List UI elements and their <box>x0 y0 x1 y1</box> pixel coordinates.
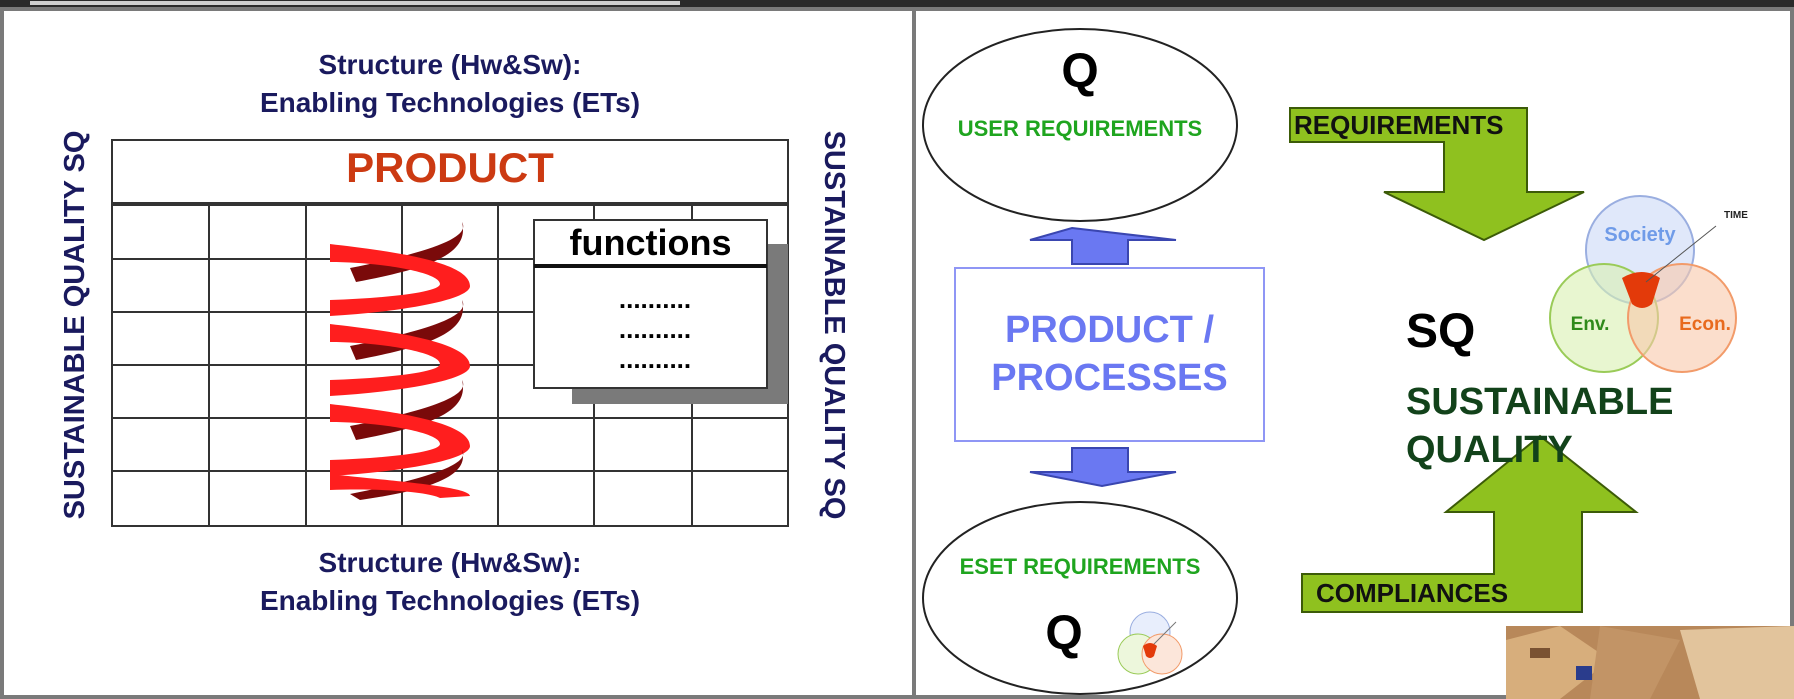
user-requirements-ellipse <box>922 28 1238 222</box>
eset-requirements-ellipse <box>922 501 1238 695</box>
top-structure-line2: Enabling Technologies (ETs) <box>259 87 641 118</box>
compliances-label: COMPLIANCES <box>1316 578 1509 608</box>
venn-time-label: TIME <box>1724 210 1748 221</box>
top-structure-title: Structure (Hw&Sw): Enabling Technologies… <box>190 46 710 122</box>
bottom-structure-line2: Enabling Technologies (ETs) <box>259 585 641 616</box>
venn-society-label: Society <box>1604 224 1676 246</box>
product-label: PRODUCT <box>346 144 554 191</box>
quality-word: QUALITY <box>1406 429 1573 471</box>
up-arrow-icon <box>1029 226 1177 265</box>
product-processes-line1: PRODUCT / <box>1005 309 1214 351</box>
user-requirements-label: USER REQUIREMENTS <box>957 116 1203 141</box>
requirements-label: REQUIREMENTS <box>1294 110 1504 140</box>
functions-box <box>533 219 768 389</box>
product-processes-line2: PROCESSES <box>991 357 1228 399</box>
venn-econ-label: Econ. <box>1679 314 1731 335</box>
top-structure-line1: Structure (Hw&Sw): <box>318 49 582 80</box>
eset-requirements-label: ESET REQUIREMENTS <box>959 554 1201 579</box>
q-bottom-label: Q <box>1045 607 1083 660</box>
functions-title: functions <box>569 222 732 263</box>
dna-helix-icon <box>330 222 470 500</box>
requirements-arrow <box>1289 107 1585 242</box>
sq-label: SQ <box>1406 305 1476 358</box>
sustainable-quality-label: SUSTAINABLE QUALITY <box>1406 378 1726 474</box>
left-vertical-label: SUSTAINABLE QUALITY SQ <box>59 130 91 520</box>
functions-dots-3: .......... <box>618 344 692 374</box>
bottom-structure-title: Structure (Hw&Sw): Enabling Technologies… <box>190 544 710 620</box>
product-processes-box <box>954 267 1265 442</box>
right-vertical-label: SUSTAINABLE QUALITY SQ <box>818 130 850 520</box>
functions-dots: .......... .......... .......... <box>580 284 730 374</box>
functions-dots-2: .......... <box>618 314 692 344</box>
bottom-structure-line1: Structure (Hw&Sw): <box>318 547 582 578</box>
venn-env-label: Env. <box>1570 314 1610 335</box>
compliances-arrow <box>1301 434 1639 613</box>
photo-thumbnail <box>1506 626 1794 699</box>
product-header-box <box>111 139 789 204</box>
sustainability-venn-icon <box>1549 195 1737 373</box>
sustainable-word: SUSTAINABLE <box>1406 381 1674 423</box>
functions-dots-1: .......... <box>618 284 692 314</box>
small-venn-icon <box>1117 611 1183 675</box>
down-arrow-icon <box>1029 447 1177 488</box>
product-processes-label: PRODUCT / PROCESSES <box>955 306 1264 402</box>
q-top-label: Q <box>1061 45 1099 98</box>
